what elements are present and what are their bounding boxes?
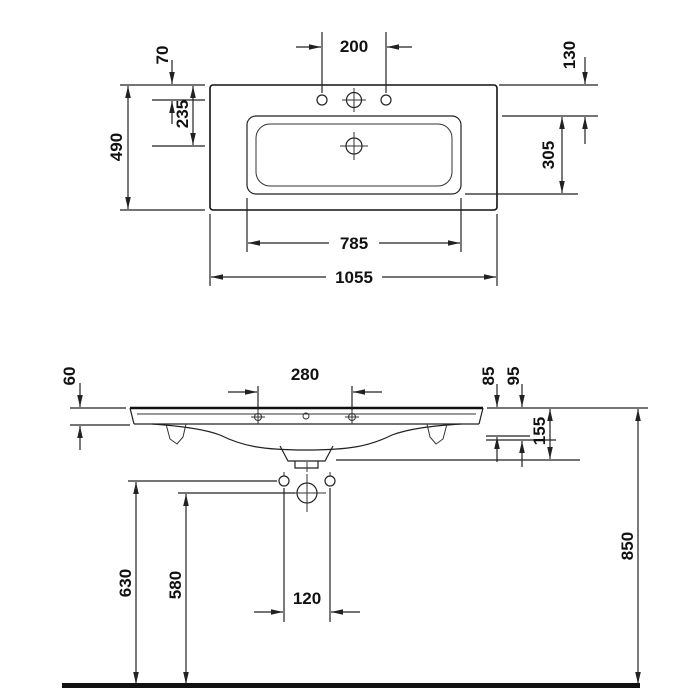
bowl-rim-outline <box>246 115 462 195</box>
dim-rim-height: 850 <box>487 407 648 684</box>
dim-rim-to-drain: 235 <box>152 86 205 147</box>
dim-label: 60 <box>60 367 79 386</box>
dim-label: 95 <box>504 367 523 386</box>
siphon-cover <box>279 445 334 462</box>
dim-label: 85 <box>479 367 498 386</box>
dim-label: 490 <box>107 133 126 161</box>
dim-bowl-width: 785 <box>246 198 462 253</box>
dim-label: 200 <box>340 37 368 56</box>
dim-fixing-hole-height: 630 <box>116 480 277 684</box>
dim-label: 155 <box>530 417 549 445</box>
plan-view: 200 130 305 70 235 <box>107 32 598 287</box>
dim-edge-drop-b: 95 <box>486 367 556 467</box>
basin-left-edge <box>129 407 135 425</box>
basin-outline <box>209 84 498 211</box>
dim-rim-to-bowl: 130 <box>499 41 598 144</box>
dim-fixing-span: 280 <box>228 365 382 410</box>
floor-line <box>62 683 640 688</box>
dim-label: 280 <box>291 365 319 384</box>
dim-rim-to-faucet: 70 <box>152 46 205 124</box>
dim-label: 785 <box>340 234 368 253</box>
dim-faucet-spacing: 200 <box>296 32 412 93</box>
dim-label: 305 <box>539 141 558 169</box>
dim-label: 580 <box>166 571 185 599</box>
dim-fixing-hole-spacing: 120 <box>254 488 360 622</box>
dim-overall-depth: 490 <box>107 84 205 211</box>
dim-label: 235 <box>173 100 192 128</box>
dim-label: 120 <box>293 589 321 608</box>
dim-label: 70 <box>153 46 172 65</box>
dim-bowl-depth: 305 <box>465 117 578 195</box>
dim-drain-height: 580 <box>166 492 295 684</box>
faucet-hole-left <box>316 94 328 106</box>
basin-right-edge <box>478 407 484 425</box>
dim-label: 850 <box>618 532 637 560</box>
fixing-hole-right <box>324 475 336 487</box>
dim-edge-drop-a: 85 <box>479 367 530 462</box>
dim-overall-width: 1055 <box>209 214 498 287</box>
overflow-mark <box>302 412 310 420</box>
dim-label: 130 <box>560 41 579 69</box>
dim-label: 630 <box>116 569 135 597</box>
underside-apron <box>151 423 462 451</box>
faucet-hole-right <box>380 94 392 106</box>
mounting-bracket-left <box>165 423 187 445</box>
dim-apron-height: 60 <box>60 367 130 450</box>
front-view: 60 280 85 95 155 <box>60 365 648 688</box>
dim-label: 1055 <box>335 268 373 287</box>
bowl-bottom-outline <box>255 123 453 187</box>
dim-body-height: 155 <box>336 409 580 461</box>
fixing-hole-left <box>278 475 290 487</box>
mounting-bracket-right <box>426 423 448 445</box>
